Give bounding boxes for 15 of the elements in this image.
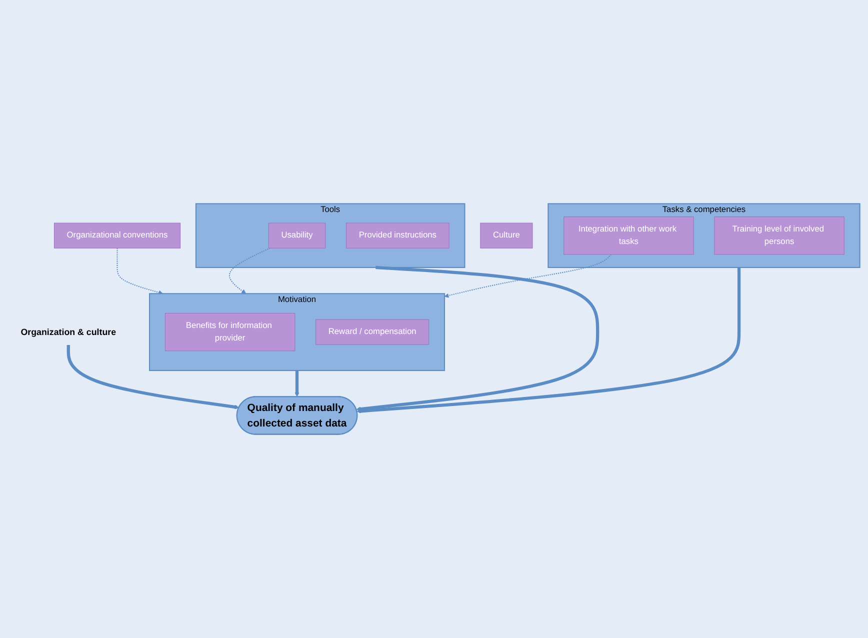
arrow — [294, 370, 300, 397]
node-text: Organization & culture — [20, 326, 116, 337]
node-box: Culture — [480, 222, 533, 248]
node-box: Training level of involved persons — [714, 216, 844, 255]
arrow — [66, 345, 240, 410]
node-box: Organizational conventions — [54, 222, 181, 248]
node-box: Provided instructions — [346, 222, 450, 248]
node-box: Benefits for information provider — [164, 312, 296, 352]
node-box: Reward / compensation — [316, 319, 430, 345]
arrow — [116, 248, 164, 295]
node-box: Integration with other work tasks — [564, 216, 694, 255]
arrow — [356, 266, 600, 412]
arrow — [228, 248, 270, 294]
arrow — [356, 268, 741, 414]
node-box: Usability — [268, 222, 326, 248]
